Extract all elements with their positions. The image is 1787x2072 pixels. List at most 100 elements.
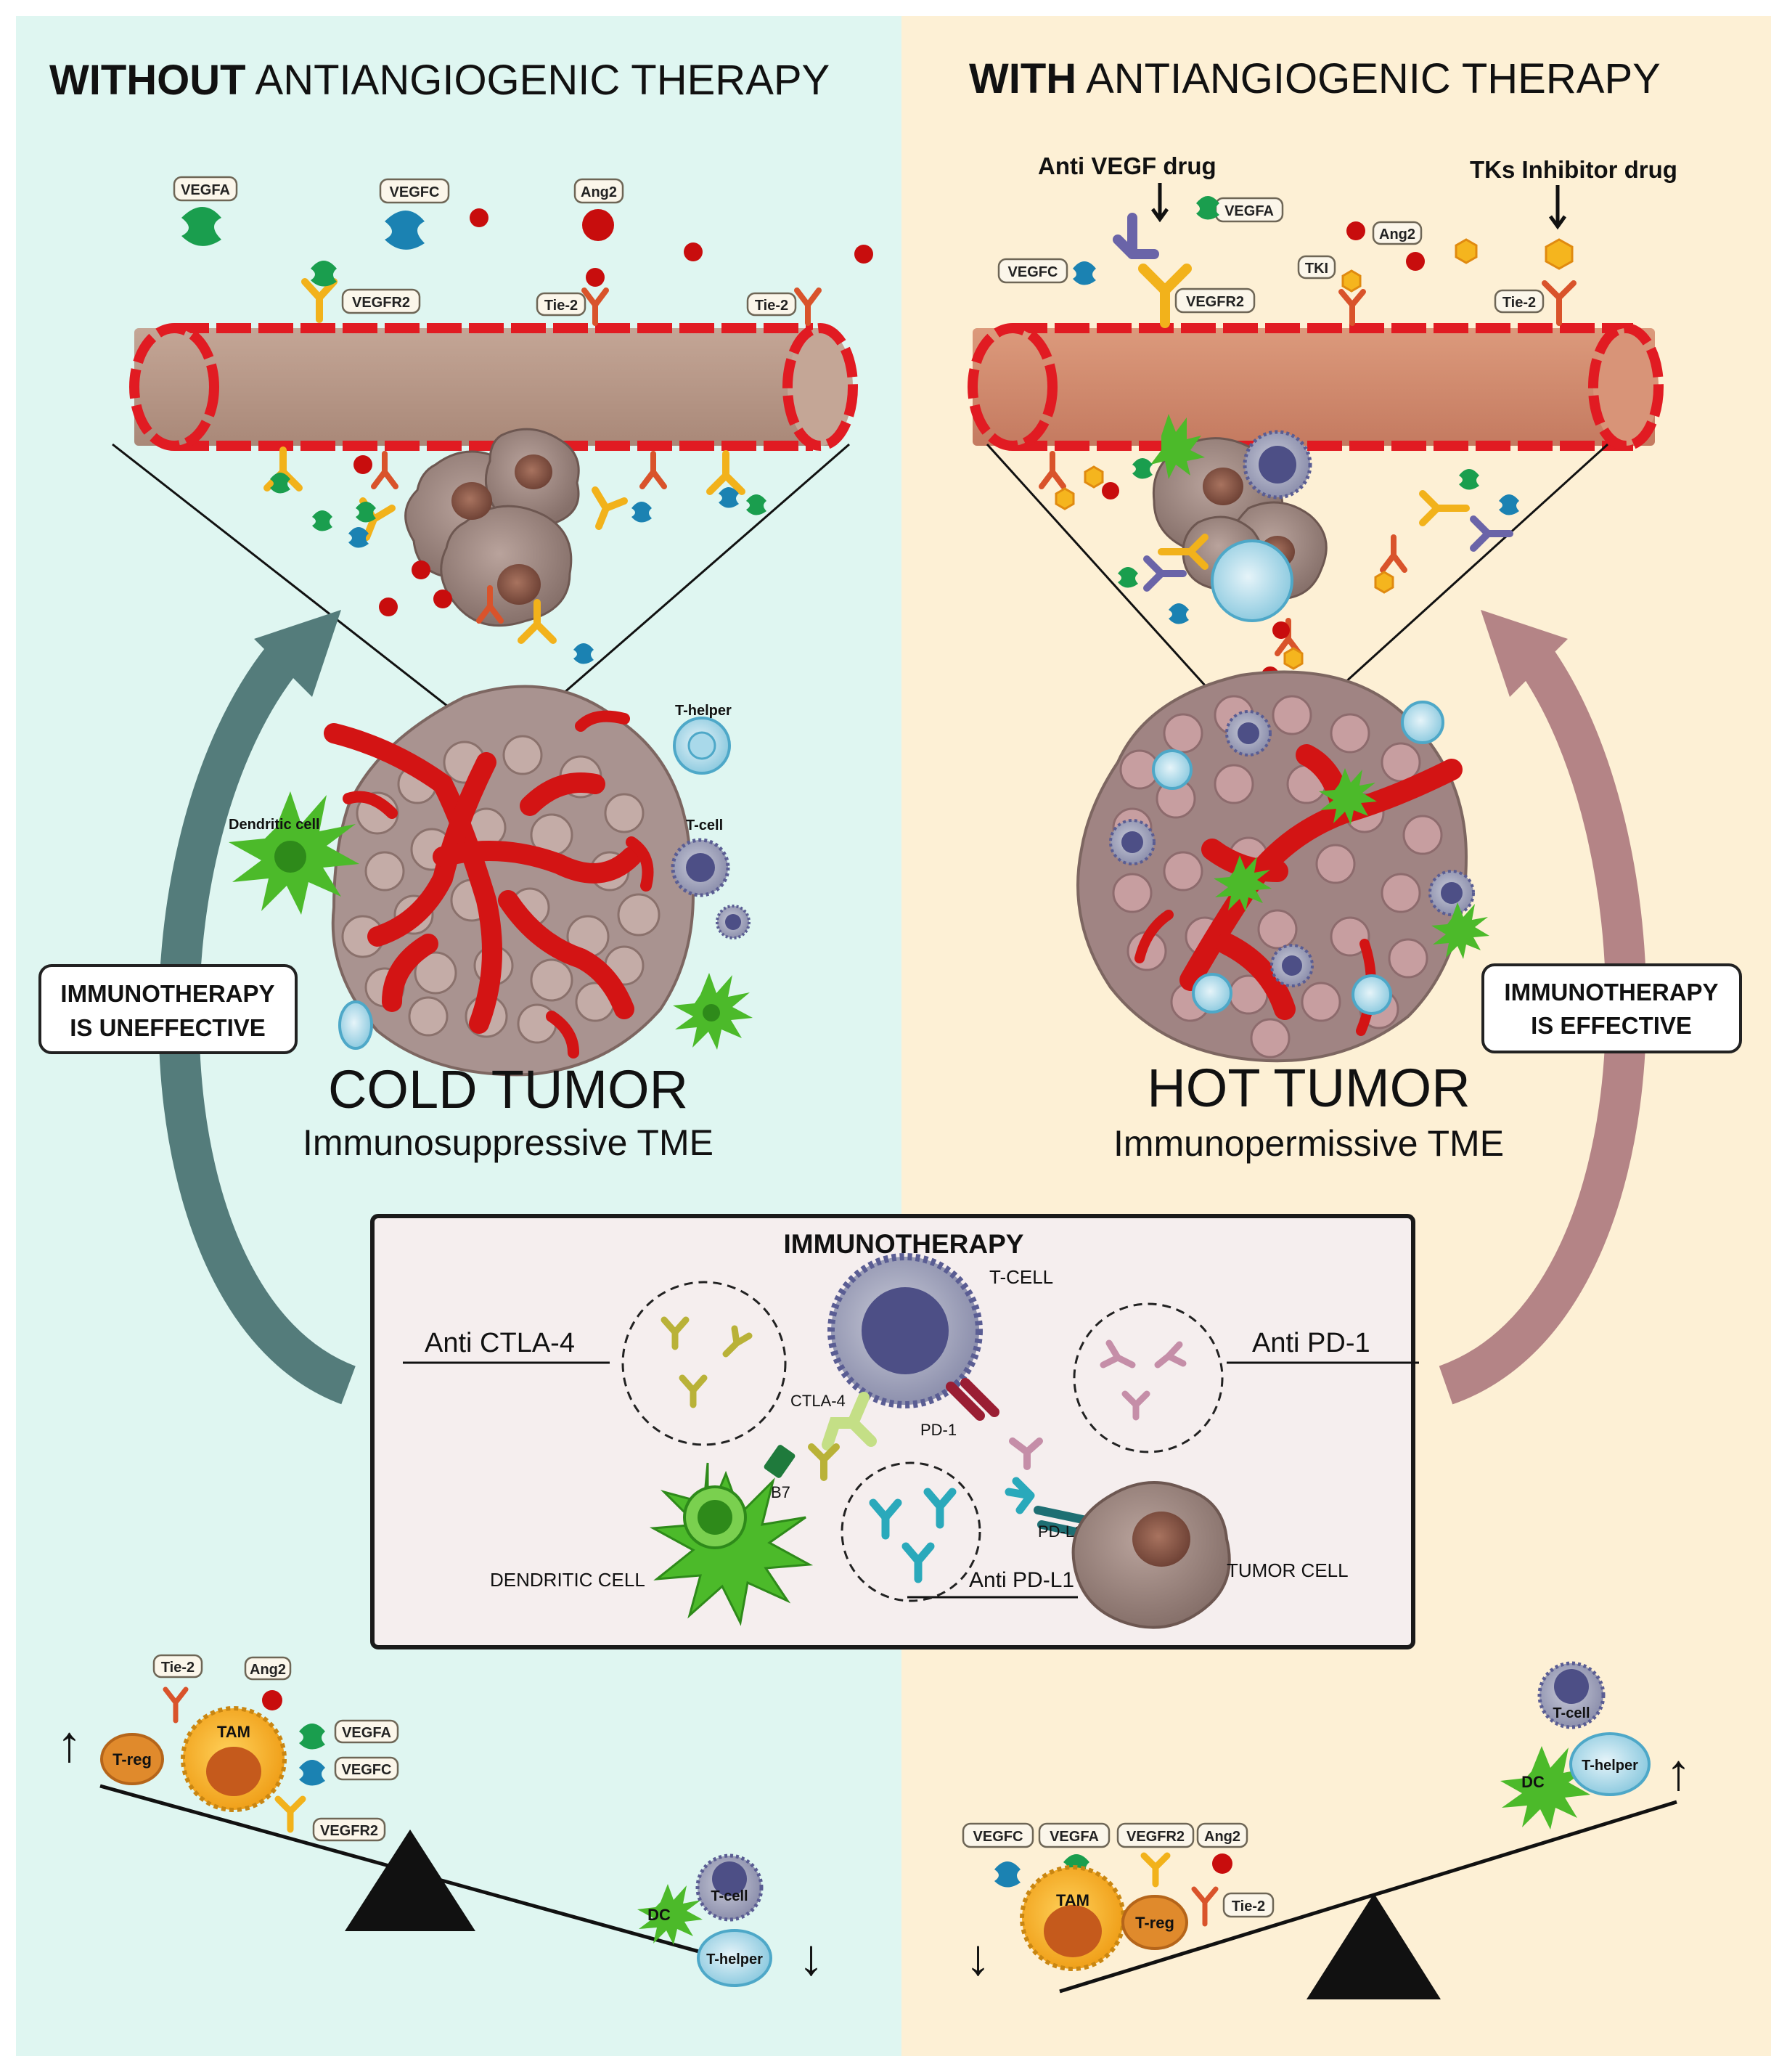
tam-cell-icon	[181, 1706, 287, 1812]
svg-text:VEGFA: VEGFA	[342, 1725, 391, 1741]
vegfa-molecule-icon	[181, 207, 221, 246]
svg-text:IMMUNOTHERAPY: IMMUNOTHERAPY	[1504, 979, 1718, 1006]
right-balance: ↑ ↓ VEGFC VEGFA VEGFR2 Ang2 Tie-2 TAM T-…	[962, 1661, 1691, 1999]
chip-ang2-right: Ang2	[1372, 221, 1423, 245]
right-up-arrow: ↑	[1666, 1744, 1691, 1800]
chip-vegfa-balance-right: VEGFA	[1038, 1822, 1111, 1848]
b7-ligand-icon	[764, 1445, 796, 1478]
vegfc-molecule-icon	[385, 211, 425, 250]
left-status-box: IMMUNOTHERAPY IS UNEFFECTIVE	[38, 964, 298, 1054]
dendritic-cell-icon	[229, 791, 359, 915]
chip-tie2-balance-left: Tie-2	[152, 1654, 203, 1679]
svg-text:TKI: TKI	[1305, 261, 1328, 277]
right-status-box: IMMUNOTHERAPY IS EFFECTIVE	[1481, 963, 1742, 1053]
svg-text:IS UNEFFECTIVE: IS UNEFFECTIVE	[70, 1014, 266, 1041]
cold-tumor-illustration	[324, 685, 695, 1077]
vegfr2-receptor-icon	[1138, 264, 1192, 328]
right-tam-label: TAM	[1056, 1891, 1089, 1909]
chip-ang2-balance-right: Ang2	[1196, 1822, 1248, 1848]
chip-vegfr2-left: VEGFR2	[341, 288, 421, 314]
svg-text:VEGFA: VEGFA	[1050, 1829, 1099, 1845]
vegfc-molecule-icon	[348, 487, 739, 664]
tki-hexagon-icon	[1341, 238, 1574, 293]
anti-ctla4-antibody-circle	[621, 1281, 787, 1446]
t-helper-label: T-helper	[675, 703, 732, 719]
ctla4-label: CTLA-4	[790, 1392, 846, 1410]
chip-vegfr2-balance-left: VEGFR2	[312, 1817, 386, 1842]
svg-text:IMMUNOTHERAPY: IMMUNOTHERAPY	[60, 980, 274, 1007]
anti-vegf-antibody-icon	[1143, 515, 1513, 592]
anti-vegf-drug-label: Anti VEGF drug	[1038, 152, 1216, 179]
anti-ctla4-label: Anti CTLA-4	[425, 1328, 575, 1358]
right-dc-label: DC	[1521, 1773, 1545, 1791]
left-tam-label: TAM	[217, 1723, 250, 1741]
vegfa-molecule-icon	[311, 261, 337, 287]
tks-inhibitor-drug-label: TKs Inhibitor drug	[1470, 156, 1677, 183]
chip-vegfr2-balance-right: VEGFR2	[1116, 1822, 1195, 1848]
pd1-receptor-icon	[946, 1378, 999, 1421]
vegfr2-receptor-icon	[1158, 490, 1470, 570]
dendritic-cell-label: Dendritic cell	[229, 817, 320, 833]
vegfc-molecule-icon	[1073, 261, 1096, 285]
chip-vegfc-balance-right: VEGFC	[962, 1822, 1034, 1848]
svg-text:Tie-2: Tie-2	[1232, 1898, 1265, 1914]
left-fulcrum-icon	[345, 1830, 475, 1931]
svg-text:Ang2: Ang2	[1379, 227, 1415, 242]
anti-pd1-antibody-circle	[1073, 1302, 1224, 1453]
ang2-icon	[586, 268, 605, 287]
tumor-cell-icon	[1071, 1481, 1231, 1629]
chip-ang2-left: Ang2	[573, 178, 624, 204]
dendritic-cell-icon	[649, 1462, 814, 1626]
tie2-receptor-icon	[1039, 451, 1407, 656]
right-zoom-molecules: Anti VEGF drug TKs Inhibitor drug VEGFA …	[997, 152, 1677, 684]
dc-cell-icon	[637, 1884, 703, 1945]
treg-cell-icon	[1121, 1895, 1188, 1950]
t-cell-label: T-cell	[686, 817, 723, 833]
svg-text:Tie-2: Tie-2	[755, 298, 788, 314]
svg-text:VEGFA: VEGFA	[181, 182, 230, 198]
anti-pdl1-antibody-circle	[841, 1461, 981, 1602]
hot-tumor-title: HOT TUMOR	[1147, 1058, 1470, 1118]
vegfa-molecule-icon	[1118, 458, 1479, 588]
chip-tie2-right: Tie-2	[1494, 289, 1545, 314]
hot-tumor-subtitle: Immunopermissive TME	[1113, 1123, 1504, 1164]
cold-tumor-title: COLD TUMOR	[328, 1059, 688, 1119]
dendritic-cell-label: DENDRITIC CELL	[490, 1569, 645, 1591]
anti-pdl1-label: Anti PD-L1	[969, 1568, 1074, 1592]
t-cell-icon	[827, 1253, 983, 1408]
anti-pdl1-antibody-icon	[1005, 1477, 1035, 1514]
chip-vegfc-right: VEGFC	[997, 258, 1068, 284]
anti-ctla4-antibody-icon	[808, 1443, 840, 1481]
left-up-arrow: ↑	[57, 1716, 82, 1772]
svg-text:Tie-2: Tie-2	[161, 1660, 195, 1676]
right-tcell-label: T-cell	[1553, 1705, 1590, 1721]
vegfc-molecule-icon	[1169, 494, 1519, 624]
left-balance: ↑ ↓ T-reg TAM Tie-2 Ang2 VEGFA VEGFC VEG…	[57, 1654, 824, 1987]
right-treg-label: T-reg	[1135, 1914, 1174, 1932]
left-heading: WITHOUT ANTIANGIOGENIC THERAPY	[49, 57, 830, 104]
tie2-receptor-icon	[371, 451, 667, 624]
right-fulcrum-icon	[1306, 1893, 1441, 1999]
dc-cell-icon	[1500, 1746, 1590, 1830]
anti-pdl1-antibody-icon	[869, 1488, 957, 1583]
svg-text:VEGFC: VEGFC	[390, 184, 440, 200]
left-thelper-label: T-helper	[706, 1951, 763, 1967]
tie2-receptor-icon	[581, 287, 822, 326]
svg-text:Tie-2: Tie-2	[544, 298, 578, 314]
svg-text:VEGFC: VEGFC	[1008, 264, 1058, 280]
right-thelper-label: T-helper	[1582, 1758, 1638, 1774]
immunotherapy-box: IMMUNOTHERAPY Anti CTLA-4 Anti PD-1 Anti…	[370, 1214, 1419, 1649]
ang2-icon	[582, 209, 614, 241]
t-cell-icon	[1109, 710, 1475, 987]
left-zoom-molecules: VEGFA VEGFC Ang2 VEGFR2 Tie-2 Tie-2	[173, 176, 873, 664]
down-arrow-icon	[1150, 183, 1169, 223]
tam-cell-icon	[1020, 1865, 1126, 1971]
tumor-cell-cluster	[404, 428, 580, 627]
down-arrow-icon	[1548, 185, 1567, 230]
chip-vegfc-balance-left: VEGFC	[334, 1756, 399, 1781]
anti-pd1-antibody-icon	[1009, 1437, 1043, 1470]
right-big-arrow	[1439, 610, 1647, 1405]
chip-ang2-balance-left: Ang2	[244, 1656, 292, 1681]
svg-text:IS EFFECTIVE: IS EFFECTIVE	[1531, 1012, 1692, 1039]
svg-text:Tie-2: Tie-2	[1502, 295, 1536, 311]
